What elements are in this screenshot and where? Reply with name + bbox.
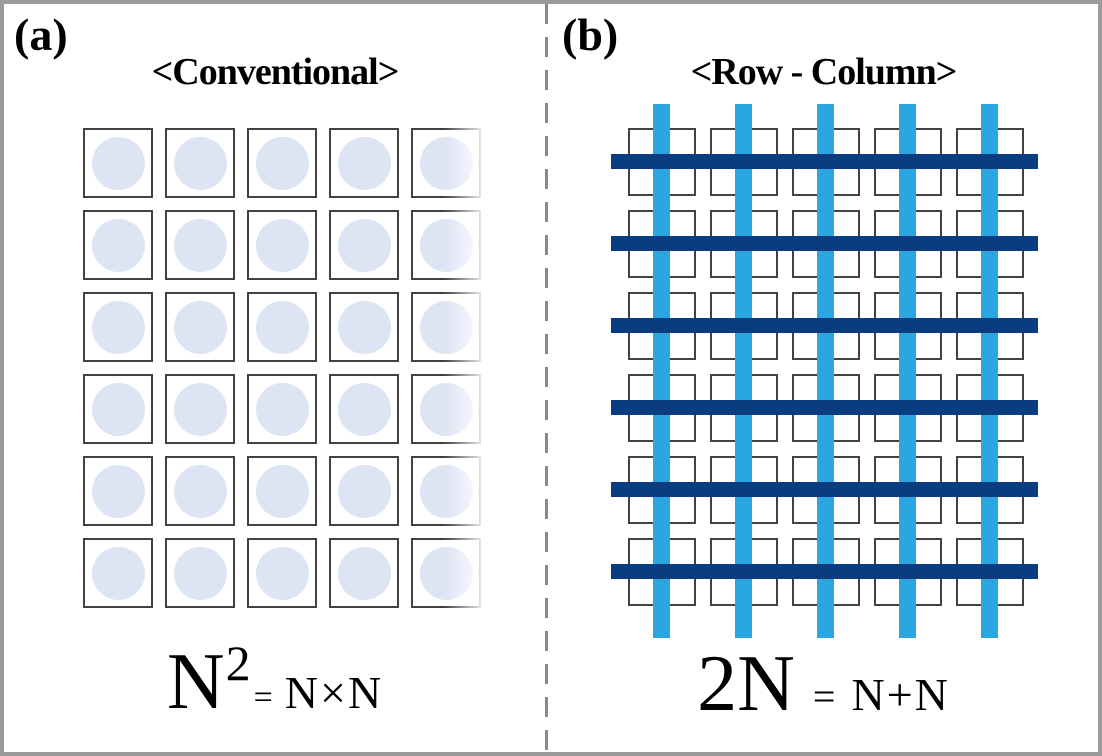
conventional-pixel-cell — [83, 292, 153, 362]
conventional-pixel-cell — [329, 538, 399, 608]
pixel-element-circle — [173, 300, 227, 354]
row-electrode-line — [611, 318, 1038, 333]
conventional-pixel-cell — [83, 128, 153, 198]
conventional-pixel-cell — [165, 210, 235, 280]
conventional-pixel-cell — [247, 538, 317, 608]
row-electrode-line — [611, 564, 1038, 579]
pixel-element-circle — [337, 136, 391, 190]
row-column-pixel-array — [4, 4, 1098, 752]
column-electrode-line — [817, 104, 834, 638]
formula-b-equals-sign: = — [812, 674, 836, 719]
pixel-element-circle — [337, 546, 391, 600]
panel-a-formula: N2=N×N — [4, 638, 546, 722]
pixel-element-circle — [173, 546, 227, 600]
conventional-pixel-cell — [329, 456, 399, 526]
pixel-element-circle — [91, 464, 145, 518]
pixel-element-circle — [173, 218, 227, 272]
pixel-element-circle — [337, 218, 391, 272]
column-electrode-line — [653, 104, 670, 638]
pixel-element-circle — [91, 382, 145, 436]
pixel-element-circle — [337, 382, 391, 436]
formula-a-equals-sign: = — [253, 679, 273, 716]
conventional-pixel-cell — [247, 374, 317, 444]
conventional-pixel-cell — [83, 210, 153, 280]
pixel-element-circle — [255, 218, 309, 272]
conventional-pixel-cell — [165, 538, 235, 608]
panel-a-label: (a) — [14, 9, 68, 60]
conventional-pixel-cell — [247, 292, 317, 362]
conventional-pixel-cell — [83, 538, 153, 608]
formula-b-lhs: 2N — [697, 640, 795, 728]
panel-b-title: <Row - Column> — [690, 51, 958, 93]
row-electrode-line — [611, 400, 1038, 415]
conventional-pixel-cell — [247, 456, 317, 526]
conventional-pixel-cell — [329, 128, 399, 198]
column-electrode-line — [735, 104, 752, 638]
conventional-pixel-cell — [83, 456, 153, 526]
formula-a-rhs: N×N — [284, 667, 384, 718]
pixel-element-circle — [173, 382, 227, 436]
conventional-pixel-cell — [329, 292, 399, 362]
panel-divider-dashed-line — [545, 4, 548, 752]
conventional-pixel-cell — [165, 292, 235, 362]
panel-b-formula: 2N=N+N — [549, 644, 1098, 724]
pixel-element-circle — [255, 464, 309, 518]
pixel-element-circle — [337, 300, 391, 354]
column-electrode-line — [899, 104, 916, 638]
row-electrode-line — [611, 154, 1038, 169]
conventional-pixel-cell — [329, 210, 399, 280]
pixel-element-circle — [91, 136, 145, 190]
pixel-element-circle — [255, 546, 309, 600]
formula-b-rhs: N+N — [851, 669, 950, 720]
pixel-element-circle — [91, 300, 145, 354]
array-right-fade-overlay — [444, 118, 514, 620]
pixel-element-circle — [173, 136, 227, 190]
pixel-element-circle — [337, 464, 391, 518]
panel-a-title: <Conventional> — [151, 51, 400, 93]
row-electrode-line — [611, 236, 1038, 251]
conventional-pixel-cell — [247, 210, 317, 280]
pixel-element-circle — [255, 136, 309, 190]
conventional-pixel-cell — [83, 374, 153, 444]
conventional-pixel-cell — [165, 374, 235, 444]
pixel-element-circle — [255, 382, 309, 436]
conventional-pixel-cell — [247, 128, 317, 198]
row-electrode-line — [611, 482, 1038, 497]
conventional-pixel-cell — [165, 456, 235, 526]
conventional-pixel-cell — [165, 128, 235, 198]
conventional-pixel-cell — [329, 374, 399, 444]
pixel-element-circle — [91, 218, 145, 272]
pixel-element-circle — [173, 464, 227, 518]
panel-b-label: (b) — [562, 9, 619, 60]
formula-a-superscript: 2 — [225, 635, 251, 691]
formula-a-lhs: N — [166, 638, 225, 726]
pixel-element-circle — [255, 300, 309, 354]
column-electrode-line — [981, 104, 998, 638]
pixel-element-circle — [91, 546, 145, 600]
